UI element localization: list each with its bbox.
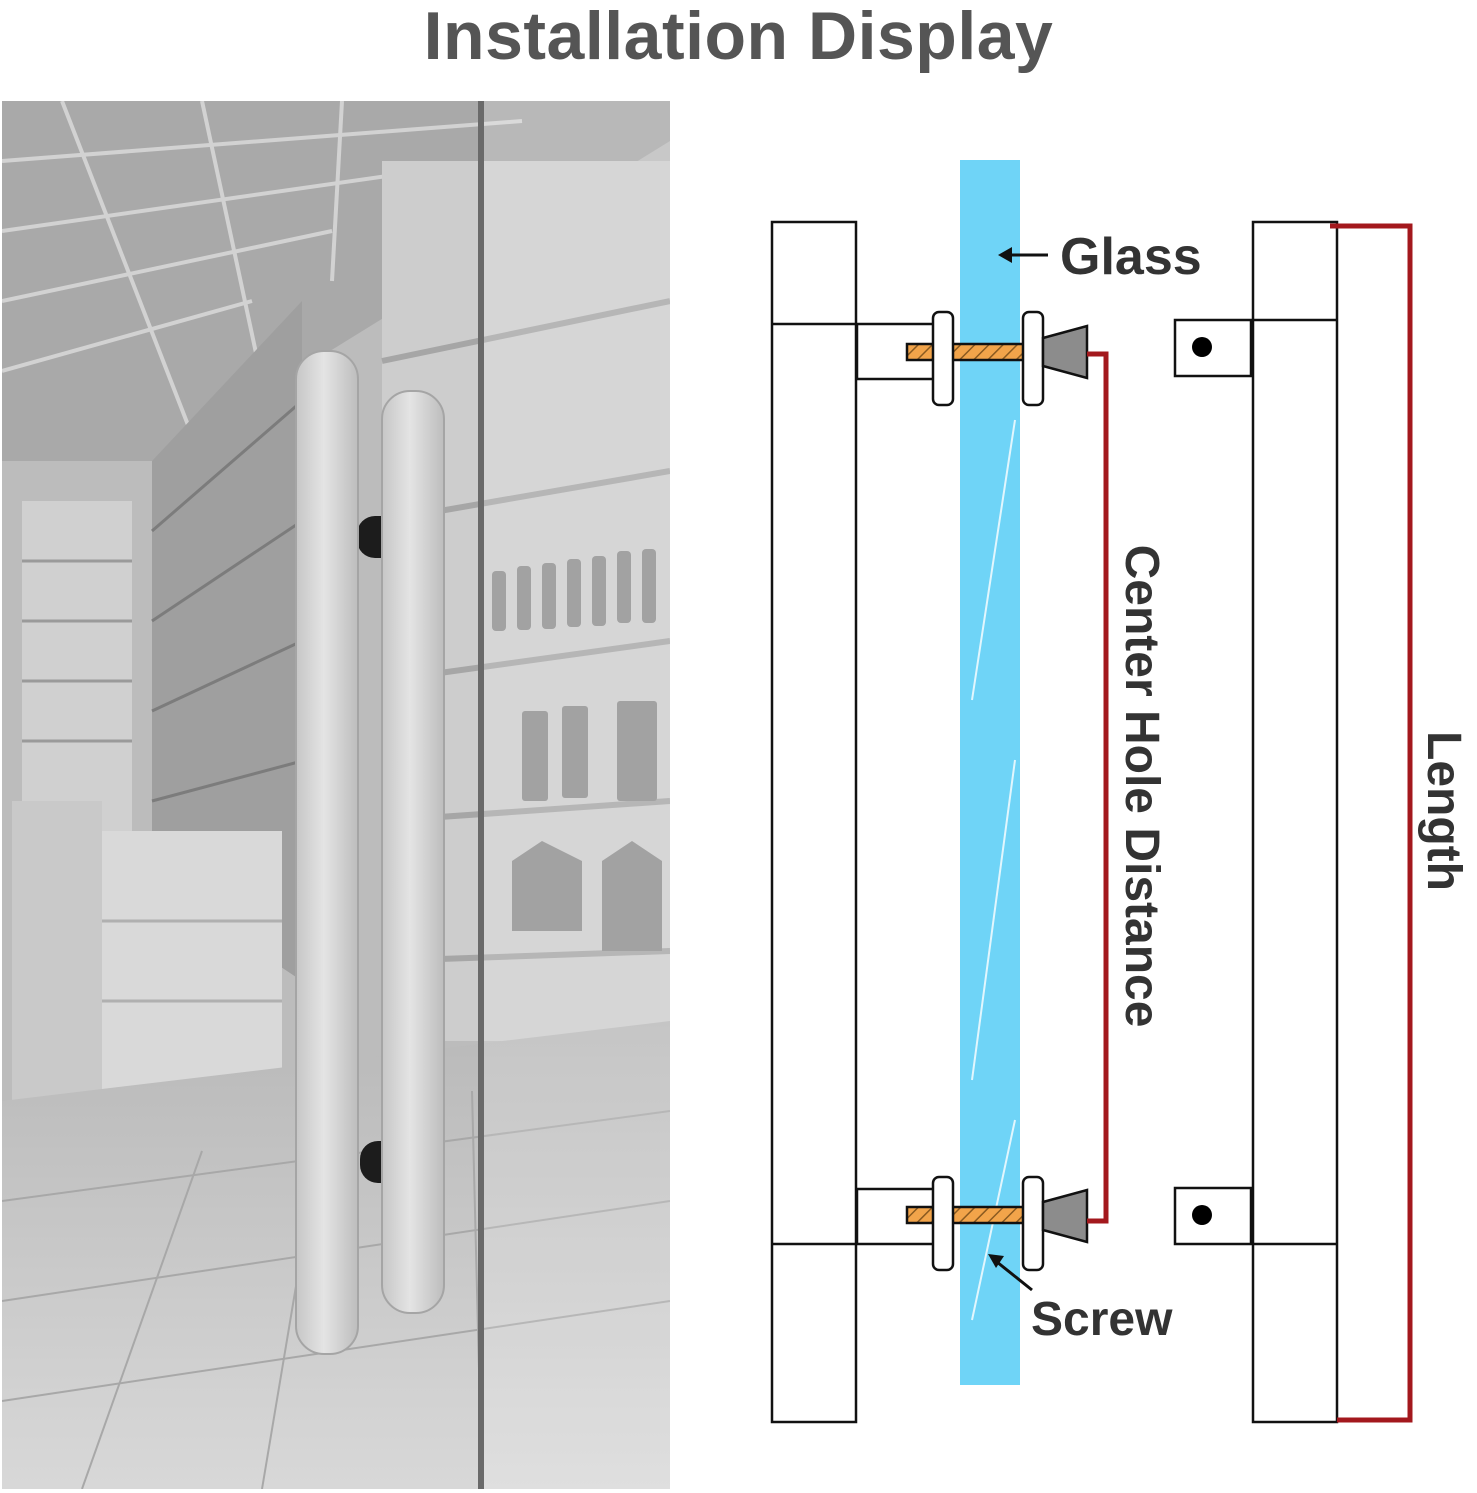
length-line	[1330, 223, 1413, 1423]
left-handle	[770, 220, 944, 1424]
bottom-fixing	[905, 1175, 1089, 1272]
length-label: Length	[1417, 731, 1470, 891]
top-fixing	[905, 310, 1089, 407]
glass-label: Glass	[1060, 228, 1202, 286]
bottom-hole	[1192, 1205, 1212, 1225]
page-title: Installation Display	[423, 0, 1054, 74]
top-hole	[1192, 337, 1212, 357]
installation-diagram: Glass Screw Center Hole Distance Length	[770, 160, 1470, 1424]
glass-arrow	[998, 247, 1048, 263]
center-hole-distance-line	[1087, 351, 1109, 1224]
center-hole-distance-label: Center Hole Distance	[1115, 545, 1168, 1028]
screw-arrow	[988, 1254, 1033, 1292]
screw-label: Screw	[1031, 1293, 1173, 1346]
store-photo	[2, 101, 670, 1489]
right-handle	[1173, 220, 1339, 1424]
glass-pane	[960, 160, 1020, 1385]
